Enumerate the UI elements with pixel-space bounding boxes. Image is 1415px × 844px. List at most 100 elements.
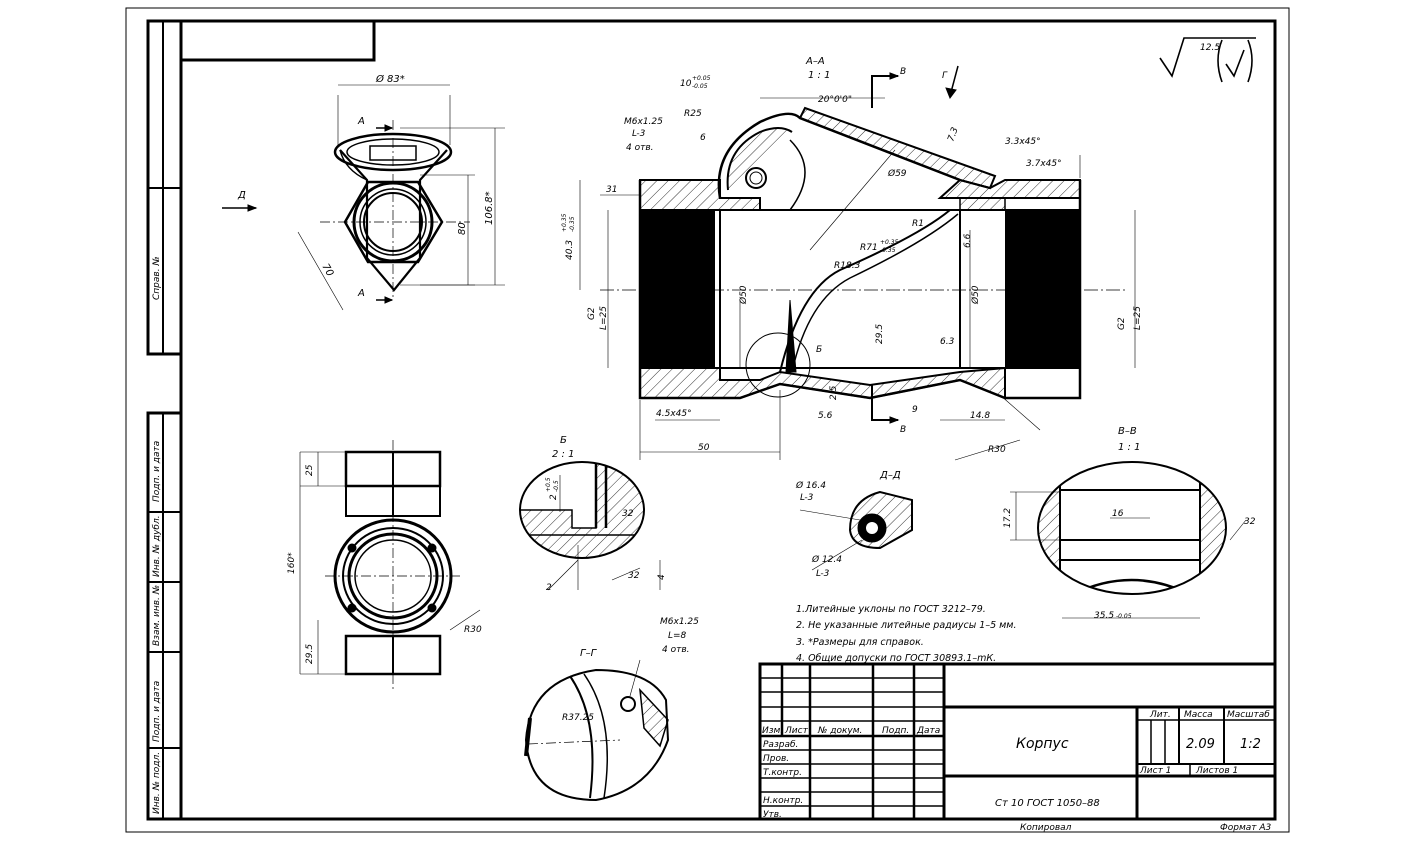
technical-notes: 1.Литейные уклоны по ГОСТ 3212–79. 2. Не… <box>796 604 1016 664</box>
dim-g2-right: G2 <box>1117 317 1127 330</box>
view-top-left <box>297 84 505 311</box>
dim-l25-left: L=25 <box>599 306 609 330</box>
marker-g: Г <box>942 71 948 81</box>
dim-r71: R71 <box>860 243 878 253</box>
dim-l25-right: L=25 <box>1133 306 1143 330</box>
dim-d83: Ø 83* <box>375 73 405 85</box>
tb-row-tkontr: Т.контр. <box>763 768 802 778</box>
side-label-vzam: Взам. инв. № <box>152 585 162 646</box>
dim-d59: Ø59 <box>887 168 907 179</box>
marker-v-top: В <box>900 67 906 77</box>
dim-vb-172: 17.2 <box>1003 508 1013 528</box>
dim-56: 5.6 <box>818 411 833 421</box>
dim-db-2: 2 <box>549 494 559 500</box>
dim-50: 50 <box>698 443 710 453</box>
dim-l8: L=8 <box>668 631 687 641</box>
tb-part-name: Корпус <box>1016 736 1069 752</box>
dim-d124: Ø 12.4 <box>811 554 842 565</box>
tb-sheet: Лист 1 <box>1139 766 1171 776</box>
detail-b-label: Б <box>560 435 567 446</box>
dim-db-4: 4 <box>657 574 667 580</box>
section-dd-label: Д–Д <box>879 470 901 481</box>
note-2: 2. Не указанные литейные радиусы 1–5 мм. <box>796 620 1016 631</box>
marker-d: Д <box>237 190 246 201</box>
dim-63: 6.3 <box>940 337 955 347</box>
section-bb <box>1010 461 1247 619</box>
dim-l3-a: L-3 <box>632 129 646 139</box>
dim-angle-20: 20°0'0" <box>818 95 852 105</box>
dim-m6-a: M6x1.25 <box>624 117 663 127</box>
dim-d164: Ø 16.4 <box>795 480 826 491</box>
tb-row-nkontr: Н.контр. <box>763 796 803 806</box>
section-bb-scale: 1 : 1 <box>1118 442 1140 453</box>
main-section <box>579 65 1136 461</box>
dim-db-2-up: +0.5 <box>545 477 552 492</box>
dim-v160: 160* <box>287 552 297 574</box>
dim-l3-b: L-3 <box>800 493 814 503</box>
dim-r25: R25 <box>684 109 702 119</box>
tb-format: Формат А3 <box>1220 823 1272 833</box>
dim-4holes-b: 4 отв. <box>662 645 690 655</box>
dim-d50-left: Ø50 <box>738 285 749 305</box>
dim-70: 70 <box>319 262 335 279</box>
dim-4holes-a: 4 отв. <box>626 143 654 153</box>
dim-r30: R30 <box>988 445 1006 455</box>
dim-db-2b: 2 <box>546 583 552 593</box>
dim-chamfer-37: 3.7x45° <box>1026 159 1062 169</box>
view-arrow-d <box>222 204 258 212</box>
marker-a-bottom: А <box>357 288 365 299</box>
dim-r183: R18.3 <box>834 261 861 271</box>
dim-106: 106.8* <box>484 191 495 225</box>
note-3: 3. *Размеры для справок. <box>796 637 924 648</box>
section-gg-label: Г–Г <box>580 648 598 659</box>
dim-73: 7.3 <box>946 126 960 143</box>
roughness-symbol <box>1159 37 1256 83</box>
marker-b-detail: Б <box>816 345 822 355</box>
dim-vb-355: 35.5 <box>1094 611 1114 621</box>
tb-row-prov: Пров. <box>763 754 789 764</box>
section-bb-label: В–В <box>1118 426 1137 437</box>
dim-d50-right: Ø50 <box>970 285 981 305</box>
note-1: 1.Литейные уклоны по ГОСТ 3212–79. <box>796 604 986 615</box>
dim-80: 80 <box>457 222 468 235</box>
dim-403-up: +0.35 <box>561 213 568 232</box>
tb-material: Ст 10 ГОСТ 1050–88 <box>995 798 1100 809</box>
marker-v-bottom: В <box>900 425 906 435</box>
dim-tol10-dn: -0.05 <box>692 83 708 90</box>
dim-v295: 29.5 <box>305 644 315 664</box>
tb-row-razrab: Разраб. <box>763 740 798 750</box>
dim-chamfer-33: 3.3x45° <box>1005 137 1041 147</box>
tb-header-list: Лист <box>784 726 809 736</box>
dim-db-2-dn: -0.5 <box>553 480 560 492</box>
dim-vb-355-tol: -0.05 <box>1116 613 1132 620</box>
side-label-inv-dubl: Инв. № дубл. <box>152 515 162 577</box>
dim-r71-dn: -0.35 <box>880 247 896 254</box>
dim-vb-16: 16 <box>1112 509 1124 519</box>
dim-6: 6 <box>700 133 706 143</box>
side-label-podp1: Подп. и дата <box>152 441 162 502</box>
dim-r1: R1 <box>912 219 924 229</box>
dim-25: 2.5 <box>829 385 839 400</box>
side-label-podp2: Подп. и дата <box>152 681 162 742</box>
dim-403-dn: -0.35 <box>569 216 576 232</box>
note-4: 4. Общие допуски по ГОСТ 30893.1–mК. <box>796 653 996 664</box>
dim-db-32: 32 <box>622 509 634 519</box>
tb-header-izm: Изм. <box>762 726 783 736</box>
dim-m6-b: M6x1.25 <box>660 617 699 627</box>
dim-db-32b: 32 <box>628 571 640 581</box>
section-aa-scale: 1 : 1 <box>808 70 830 81</box>
section-gg <box>524 659 670 802</box>
detail-b-scale: 2 : 1 <box>552 449 574 460</box>
view-bottom-left <box>299 440 481 690</box>
tb-scale-value: 1:2 <box>1240 737 1261 752</box>
side-label-sprav: Справ. № <box>152 256 162 300</box>
roughness-value: 12.5 <box>1200 43 1220 53</box>
dim-9: 9 <box>912 405 918 415</box>
dim-295: 29.5 <box>875 324 885 344</box>
dim-148: 14.8 <box>970 411 990 421</box>
dim-31: 31 <box>606 185 617 195</box>
dim-r71-up: +0.35 <box>880 239 899 246</box>
tb-header-podp: Подп. <box>882 726 909 736</box>
